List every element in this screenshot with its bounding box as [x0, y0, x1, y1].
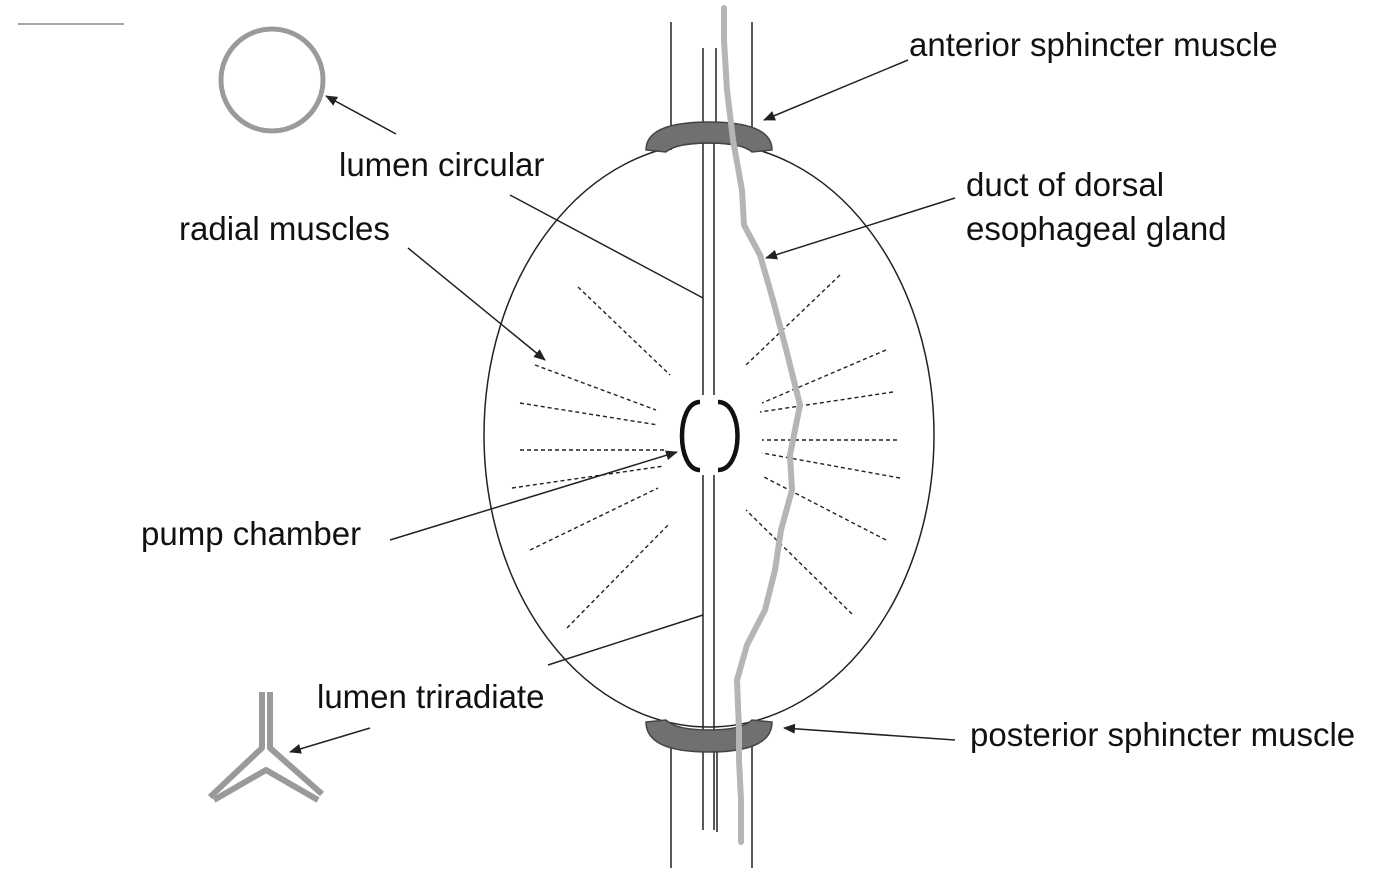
- anterior-sphincter-label: anterior sphincter muscle: [909, 25, 1278, 65]
- pump-chamber-pointer: [390, 452, 677, 540]
- central-lumen: [703, 130, 714, 830]
- radial-muscles-pointer: [408, 248, 545, 360]
- duct-label-line1: duct of dorsal: [966, 165, 1164, 205]
- anterior-sphincter-pointer: [764, 60, 908, 120]
- circular-lumen-icon: [221, 29, 323, 131]
- lumen-triradiate-label: lumen triradiate: [317, 677, 544, 717]
- pump-chamber-shape: [682, 402, 738, 470]
- duct-label-line2: esophageal gland: [966, 209, 1227, 249]
- triradiate-lumen-icon: [210, 692, 322, 800]
- bulb-outline: [484, 143, 934, 727]
- duct-pointer: [766, 198, 955, 258]
- lumen-circular-label: lumen circular: [339, 145, 544, 185]
- posterior-sphincter-pointer: [784, 728, 955, 740]
- triradiate-icon-pointer: [290, 728, 370, 752]
- pump-chamber-label: pump chamber: [141, 514, 361, 554]
- lumen-circular-pointer: [510, 195, 703, 298]
- anterior-sphincter-shape: [646, 122, 772, 152]
- lumen-triradiate-pointer: [548, 615, 703, 665]
- posterior-sphincter-label: posterior sphincter muscle: [970, 715, 1355, 755]
- radial-muscles-label: radial muscles: [179, 209, 390, 249]
- radial-muscle-lines: [512, 275, 900, 628]
- posterior-sphincter-shape: [646, 720, 772, 752]
- circle-icon-pointer: [326, 96, 396, 134]
